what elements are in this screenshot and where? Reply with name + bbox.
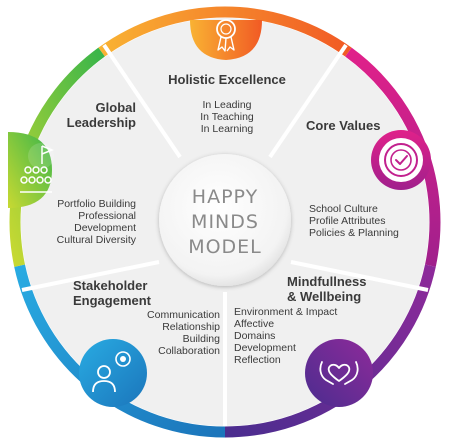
segment-item: Cultural Diversity: [57, 234, 137, 246]
segment-item: Portfolio Building: [57, 198, 136, 210]
segment-mindfullness-wellbeing: Mindfullness & Wellbeing Environment & I…: [234, 274, 366, 366]
segment-item: In Learning: [201, 123, 254, 135]
segment-title: Mindfullness: [287, 274, 366, 289]
center-line-3: MODEL: [188, 236, 262, 258]
segment-item: Affective: [234, 318, 274, 330]
person-target-icon: [79, 339, 147, 407]
segment-item: In Leading: [202, 99, 251, 111]
segment-title: Core Values: [306, 118, 380, 133]
divider-1: [102, 43, 182, 159]
segment-item: Policies & Planning: [309, 227, 399, 239]
center-line-1: HAPPY: [192, 186, 258, 208]
ring-arc-holistic: [98, 6, 352, 57]
segment-item: Profile Attributes: [309, 215, 385, 227]
target-badge-icon: [371, 130, 431, 190]
segment-core-values: Core Values School Culture Profile Attri…: [306, 118, 399, 239]
segment-item: Environment & Impact: [234, 306, 337, 318]
center-hub: HAPPY MINDS MODEL: [159, 154, 291, 286]
center-circle: [159, 154, 291, 286]
center-line-2: MINDS: [191, 211, 259, 233]
segment-item: Professional: [78, 210, 136, 222]
segment-title: & Wellbeing: [287, 289, 361, 304]
segment-dividers: [21, 43, 429, 426]
segment-item: Reflection: [234, 354, 281, 366]
divider-5: [21, 260, 160, 292]
segment-title: Global: [96, 100, 136, 115]
segment-stakeholder-engagement: Stakeholder Engagement Communication Rel…: [73, 278, 220, 357]
segment-item: Building: [183, 333, 221, 345]
segment-item: Development: [234, 342, 296, 354]
segment-item: In Teaching: [200, 111, 254, 123]
segment-item: School Culture: [309, 203, 378, 215]
segment-title: Holistic Excellence: [168, 72, 286, 87]
segment-item: Relationship: [162, 321, 220, 333]
team-flag-icon: [8, 132, 55, 208]
segment-item: Development: [74, 222, 136, 234]
hands-heart-icon: [305, 339, 373, 407]
segment-item: Domains: [234, 330, 275, 342]
segment-title: Stakeholder: [73, 278, 147, 293]
segment-item: Communication: [147, 309, 220, 321]
award-ribbon-icon: [190, 19, 262, 60]
segment-title: Leadership: [67, 115, 136, 130]
divider-2: [268, 43, 348, 159]
divider-3: [290, 260, 429, 292]
segment-holistic-excellence: Holistic Excellence In Leading In Teachi…: [168, 72, 286, 135]
segment-item: Collaboration: [158, 345, 220, 357]
segment-title: Engagement: [73, 293, 152, 308]
segment-global-leadership: Global Leadership Portfolio Building Pro…: [57, 100, 137, 246]
